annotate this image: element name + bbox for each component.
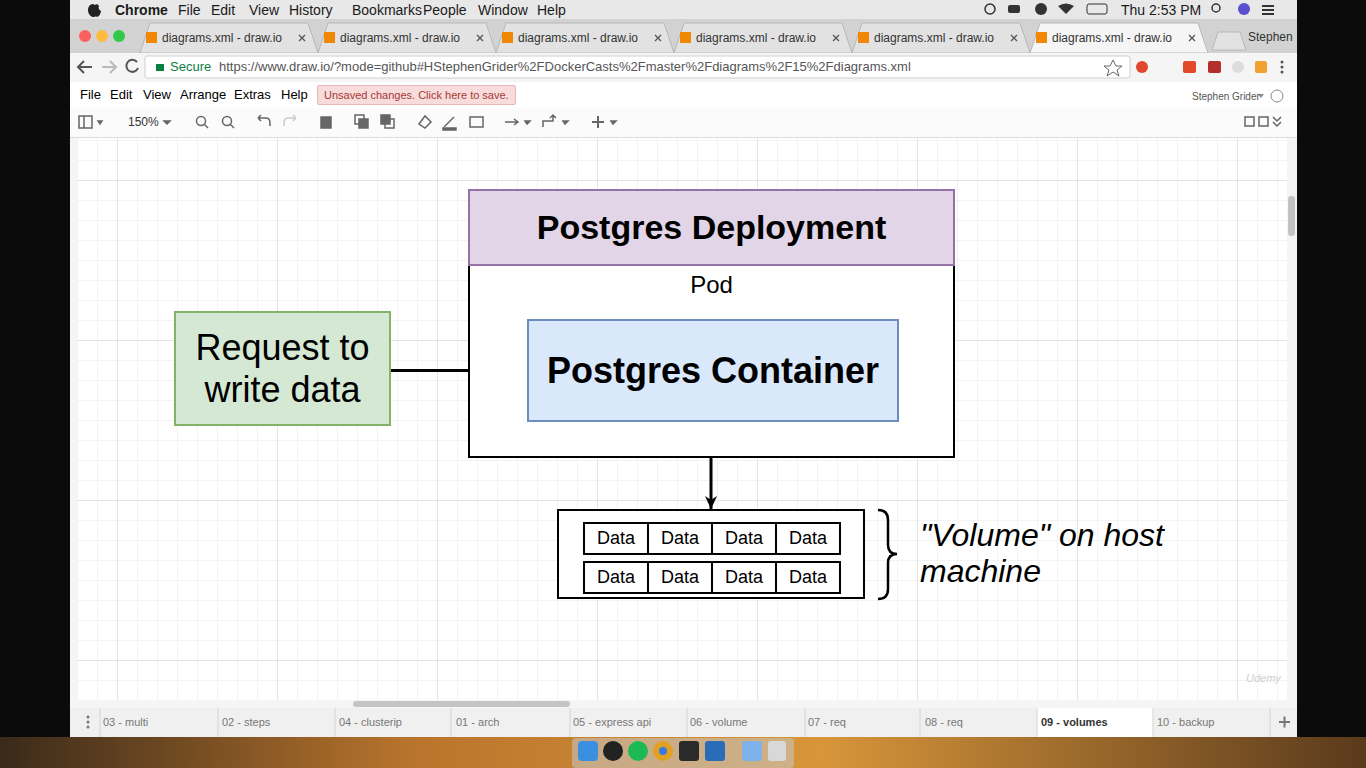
menu-item: Window <box>478 1 528 19</box>
tab-title: diagrams.xml - draw.io <box>518 29 638 47</box>
deployment-title: Postgres Deployment <box>468 189 955 266</box>
lock-icon <box>156 64 164 71</box>
request-box: Request to write data <box>174 311 391 426</box>
tab-title: diagrams.xml - draw.io <box>340 29 460 47</box>
address-row <box>70 53 1297 82</box>
app-menu: Chrome <box>115 1 168 19</box>
data-cell: Data <box>711 522 777 555</box>
container-box: Postgres Container <box>527 319 899 422</box>
clock: Thu 2:53 PM <box>1121 1 1201 19</box>
container-label: Postgres Container <box>547 350 879 392</box>
menu-item: Extras <box>234 86 271 104</box>
data-cell: Data <box>775 561 841 594</box>
data-label: Data <box>789 528 827 549</box>
dock <box>572 738 794 768</box>
url-field <box>145 56 1130 78</box>
curly-brace <box>878 510 897 599</box>
data-cell: Data <box>775 522 841 555</box>
tab-title: diagrams.xml - draw.io <box>162 29 282 47</box>
vertical-scrollbar <box>1287 138 1297 708</box>
page-tab: 09 - volumes <box>1041 713 1108 731</box>
bookmark-star <box>1104 60 1122 76</box>
tab-strip <box>70 19 1297 53</box>
volume-box: "Volume" on host machineDataDataDataData… <box>557 509 865 599</box>
data-label: Data <box>725 528 763 549</box>
page-tab-dividers <box>100 708 1270 737</box>
page-tab: 01 - arch <box>456 713 499 731</box>
menu-item: Help <box>537 1 566 19</box>
data-cell: Data <box>711 561 777 594</box>
menu-item: People <box>423 1 467 19</box>
pod-label: Pod <box>470 271 953 299</box>
tab-title: diagrams.xml - draw.io <box>874 29 994 47</box>
desktop <box>0 737 1366 768</box>
tab-title: diagrams.xml - draw.io <box>1052 29 1172 47</box>
request-label: Request to write data <box>184 327 381 411</box>
menu-item: View <box>249 1 279 19</box>
nav-buttons <box>78 60 138 73</box>
apple-logo <box>88 4 101 17</box>
data-label: Data <box>597 528 635 549</box>
app-menu-bar <box>70 82 1297 108</box>
profile-name: Stephen <box>1248 28 1293 46</box>
data-cell: Data <box>583 561 649 594</box>
menu-item: View <box>143 86 171 104</box>
data-label: Data <box>661 567 699 588</box>
page-tab: 08 - req <box>925 713 963 731</box>
menu-item: File <box>178 1 201 19</box>
traffic-lights <box>79 30 125 42</box>
extension-icons <box>1136 61 1284 74</box>
save-notice: Unsaved changes. Click here to save. <box>317 85 516 105</box>
zoom-level: 150% <box>128 113 159 131</box>
page-tab: 05 - express api <box>573 713 651 731</box>
browser-tabs <box>140 23 1246 53</box>
menu-bar <box>70 0 1297 19</box>
scroll-thumb <box>1288 196 1295 236</box>
deployment-box: Postgres DeploymentPodPostgres Container <box>468 189 955 458</box>
menu-item: History <box>289 1 333 19</box>
page-tab-bar <box>70 708 1297 737</box>
data-cell: Data <box>583 522 649 555</box>
sidebar-edge <box>70 138 77 708</box>
toolbar <box>70 108 1297 138</box>
url-text: https://www.draw.io/?mode=github#HStephe… <box>219 58 911 76</box>
menu-item: Edit <box>110 86 132 104</box>
menu-item: Bookmarks <box>352 1 422 19</box>
scroll-thumb <box>353 701 570 707</box>
horizontal-scrollbar <box>77 700 1287 708</box>
data-label: Data <box>597 567 635 588</box>
data-label: Data <box>789 567 827 588</box>
tab-title: diagrams.xml - draw.io <box>696 29 816 47</box>
user-name: Stephen Grider <box>1192 88 1260 106</box>
language-icon <box>1271 90 1283 102</box>
dock-icons <box>578 741 786 761</box>
page-tab: 03 - multi <box>103 713 148 731</box>
data-cell: Data <box>647 561 713 594</box>
page-tab: 07 - req <box>808 713 846 731</box>
menu-item: Arrange <box>180 86 226 104</box>
menu-item: Edit <box>211 1 235 19</box>
page-tab: 10 - backup <box>1157 713 1214 731</box>
toolbar-icons <box>79 115 1281 130</box>
volume-heading: "Volume" on host machine <box>920 517 1210 589</box>
data-cell: Data <box>647 522 713 555</box>
menu-item: File <box>80 86 101 104</box>
watermark: Udemy <box>1246 669 1281 687</box>
menu-item: Help <box>281 86 308 104</box>
secure-badge: Secure <box>170 58 211 76</box>
page-tab: 02 - steps <box>222 713 270 731</box>
data-label: Data <box>725 567 763 588</box>
page-tab: 04 - clusterip <box>339 713 402 731</box>
data-label: Data <box>661 528 699 549</box>
active-page-tab <box>1037 708 1153 737</box>
page-tab: 06 - volume <box>690 713 747 731</box>
